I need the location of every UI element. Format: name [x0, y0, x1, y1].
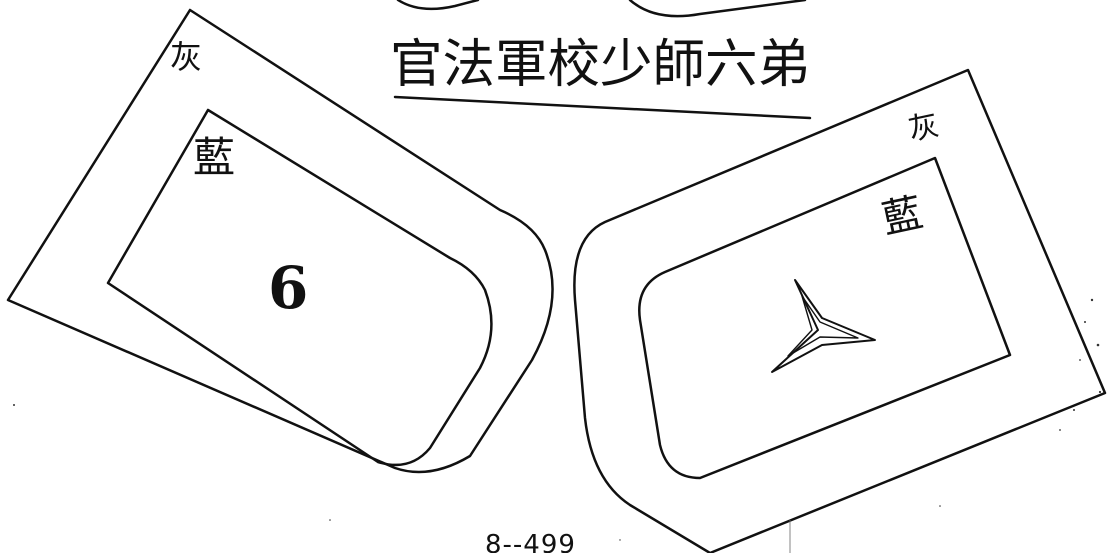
document-title: 官法軍校少師六弟 [390, 35, 810, 95]
right-patch-inner-label: 藍 [878, 190, 927, 243]
right-patch-outer-outline [573, 68, 1107, 553]
scan-specks [13, 298, 1102, 541]
left-patch: 灰 藍 6 [6, 8, 554, 474]
right-patch-inner-outline [638, 156, 1012, 480]
left-patch-outer-label: 灰 [170, 38, 202, 76]
top-cropped-arc-right [628, 0, 807, 18]
page-number: 8--499 [485, 530, 576, 553]
left-patch-center-mark: 6 [268, 254, 308, 322]
left-patch-outer-outline [6, 8, 554, 474]
right-patch-outer-label: 灰 [905, 108, 942, 148]
left-patch-inner-outline [106, 108, 493, 467]
top-cropped-arc-left [396, 0, 480, 11]
title-underline [393, 95, 812, 120]
right-patch: 灰 藍 [573, 68, 1107, 553]
left-patch-inner-label: 藍 [193, 133, 235, 182]
three-point-star-icon [771, 279, 876, 373]
